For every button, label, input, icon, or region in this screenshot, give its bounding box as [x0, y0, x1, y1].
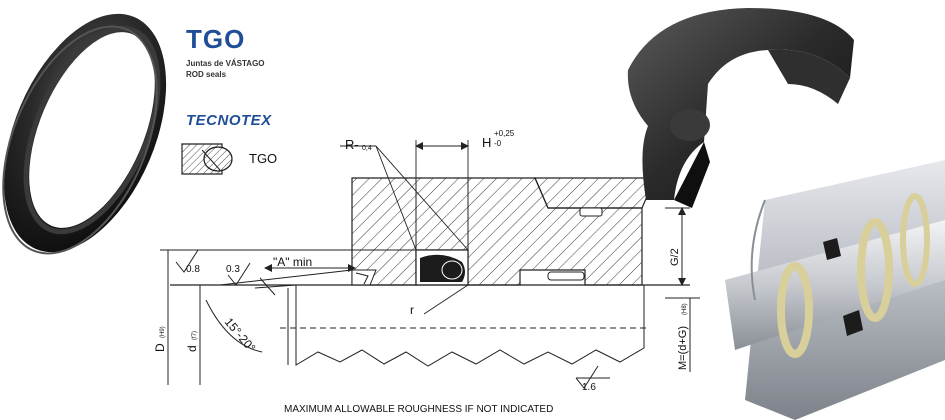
subtitle-spanish: Juntas de VÁSTAGO — [186, 59, 265, 68]
roughness-caption: MAXIMUM ALLOWABLE ROUGHNESS IF NOT INDIC… — [284, 404, 554, 415]
rod-section — [170, 284, 690, 367]
chamfer-angle: 15°-20° — [222, 315, 259, 355]
dim-D-tolerance: (H9) — [160, 326, 166, 338]
radius-label: R- — [345, 137, 359, 152]
profile-label: TGO — [249, 151, 278, 166]
dim-d-tolerance: (f7) — [192, 331, 198, 340]
groove-width-label: H — [482, 135, 491, 150]
dim-G2-label: G/2 — [669, 248, 681, 266]
roughness-top: 0.8 — [186, 264, 200, 275]
seal-section — [415, 249, 469, 286]
fillet-label: r — [410, 303, 414, 317]
roughness-chamfer: 0.3 — [226, 264, 240, 275]
dim-M-label: M=(d+G) — [677, 326, 689, 370]
roughness-bottom: 1.6 — [582, 382, 596, 393]
subtitle-english: ROD seals — [186, 70, 227, 79]
dim-D-label: D — [153, 343, 167, 352]
chamfer-label: "A" min — [273, 255, 312, 269]
seal-profile-icon — [181, 143, 233, 175]
seal-ring-photo — [2, 13, 167, 255]
seal-cutaway-render — [627, 8, 854, 208]
rod-assembly-render — [725, 160, 945, 420]
dim-M-tolerance: (H8) — [682, 303, 688, 315]
dim-d-label: d — [185, 345, 199, 352]
product-code: TGO — [186, 24, 246, 54]
groove-width-tol-upper: +0,25 — [494, 129, 515, 138]
housing-section — [351, 177, 656, 286]
radius-value: 0,4 — [362, 145, 372, 152]
manufacturer-logo: TECNOTEX — [186, 112, 272, 129]
groove-width-tol-lower: -0 — [494, 139, 502, 148]
